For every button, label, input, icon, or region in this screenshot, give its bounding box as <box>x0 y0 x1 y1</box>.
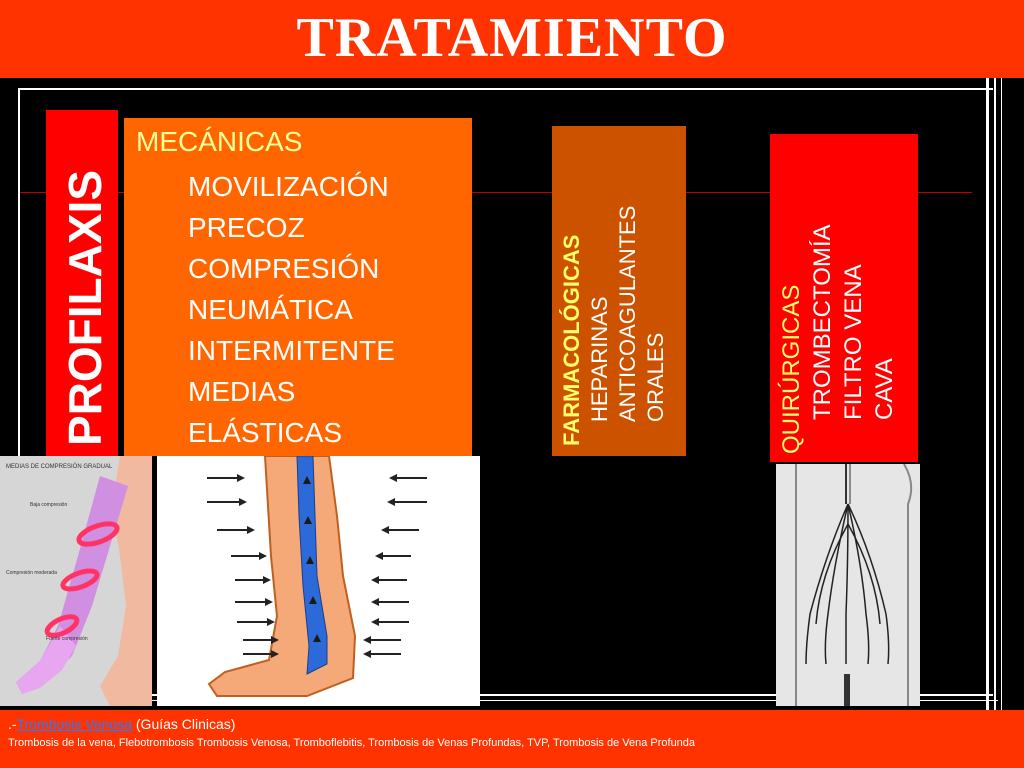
divider-line <box>20 192 972 193</box>
mecanicas-heading: MECÁNICAS <box>136 126 303 157</box>
stocking-label: Compresión moderada <box>6 570 57 576</box>
farmacologicas-content: FARMACOLÓGICAS HEPARINAS ANTICOAGULANTES… <box>552 126 686 456</box>
footer-prefix: .- <box>8 716 17 732</box>
frame-line <box>18 88 993 90</box>
farmacologicas-heading: FARMACOLÓGICAS <box>559 234 584 446</box>
vena-cava-filter-image <box>776 464 920 706</box>
title-bar: TRATAMIENTO <box>0 0 1024 78</box>
stocking-label: Baja compresión <box>30 502 67 508</box>
footer-keywords: Trombosis de la vena, Flebotrombosis Tro… <box>8 737 696 749</box>
frame-line <box>18 694 993 696</box>
list-item: NEUMÁTICA <box>188 294 353 325</box>
footer-suffix: (Guías Clinicas) <box>132 716 236 732</box>
stocking-caption: MEDIAS DE COMPRESIÓN GRADUAL <box>6 463 113 470</box>
frame-line <box>18 700 998 701</box>
frame-line <box>986 78 989 710</box>
list-item: INTERMITENTE <box>188 335 395 366</box>
list-item: PRECOZ <box>188 212 305 243</box>
list-item: ELÁSTICAS <box>188 417 343 448</box>
list-item: CAVA <box>871 358 898 420</box>
stocking-label: Fuerte compresión <box>46 636 88 642</box>
quirurgicas-heading: QUIRÚRGICAS <box>778 284 805 454</box>
list-item: MEDIAS <box>188 376 296 407</box>
frame-line <box>18 88 20 696</box>
list-item: TROMBECTOMÍA <box>809 224 836 420</box>
frame-line <box>994 78 996 710</box>
footer-citation: .-Trombosis Venosa (Guías Clinicas) <box>8 716 235 732</box>
list-item: MOVILIZACIÓN <box>188 171 389 202</box>
profilaxis-panel <box>46 110 118 456</box>
list-item: FILTRO VENA <box>840 264 867 420</box>
profilaxis-label: PROFILAXIS <box>59 169 111 446</box>
footer: .-Trombosis Venosa (Guías Clinicas) Trom… <box>0 710 1024 768</box>
list-item: ANTICOAGULANTES <box>615 205 640 422</box>
mecanicas-panel: MECÁNICAS MOVILIZACIÓN PRECOZ COMPRESIÓN… <box>124 118 472 456</box>
list-item: ORALES <box>643 332 668 422</box>
compression-stocking-image: MEDIAS DE COMPRESIÓN GRADUAL Baja compre… <box>0 456 152 706</box>
leg-compression-image <box>157 456 480 706</box>
farmacologicas-panel: FARMACOLÓGICAS HEPARINAS ANTICOAGULANTES… <box>552 126 686 456</box>
list-item: COMPRESIÓN <box>188 253 380 284</box>
quirurgicas-content: QUIRÚRGICAS TROMBECTOMÍA FILTRO VENA CAV… <box>770 134 918 462</box>
frame-line <box>1001 78 1002 710</box>
trombosis-venosa-link[interactable]: Trombosis Venosa <box>16 716 132 732</box>
mecanicas-list: MOVILIZACIÓN PRECOZ COMPRESIÓN NEUMÁTICA… <box>188 166 395 453</box>
slide-title: TRATAMIENTO <box>296 7 728 69</box>
list-item: HEPARINAS <box>587 296 612 422</box>
quirurgicas-panel: QUIRÚRGICAS TROMBECTOMÍA FILTRO VENA CAV… <box>770 134 918 462</box>
